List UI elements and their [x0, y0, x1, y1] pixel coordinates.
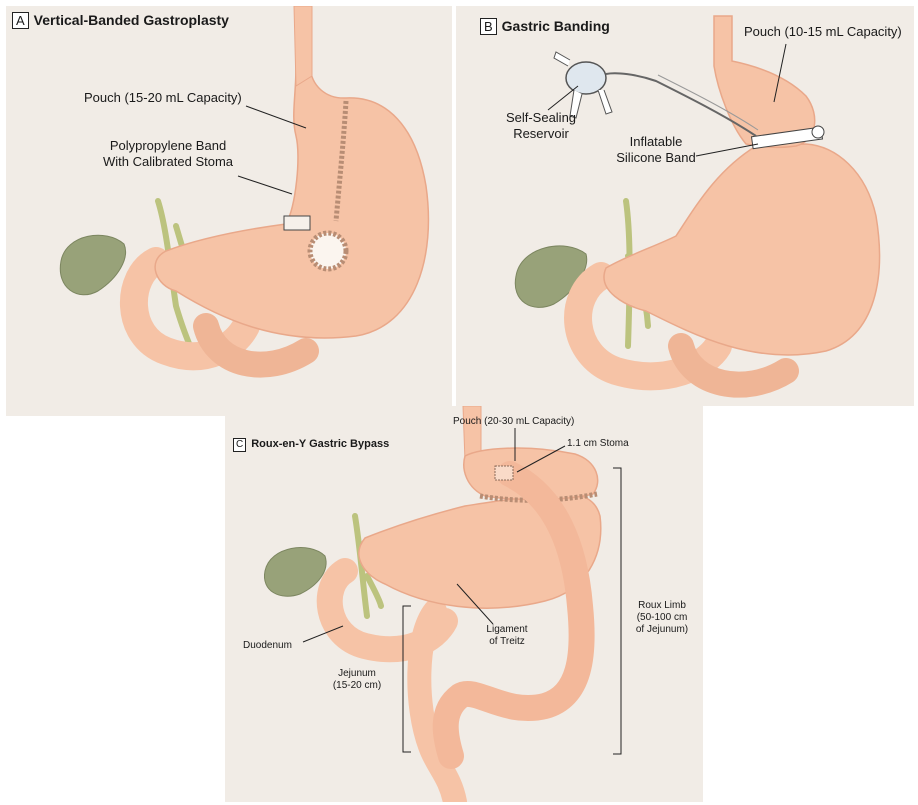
panel-gastric-banding: B Gastric Banding Pouch (10-15 mL Capacit…: [456, 6, 914, 406]
esophagus: [294, 6, 312, 86]
roux-limb-bracket: [613, 468, 621, 754]
ligament-label-line1: Ligament: [477, 624, 537, 636]
ligament-label: Ligament of Treitz: [477, 624, 537, 648]
vbg-band-label-line1: Polypropylene Band: [88, 138, 248, 154]
vbg-band-label-line2: With Calibrated Stoma: [88, 154, 248, 170]
roux-limb-label-line3: of Jejunum): [625, 624, 699, 636]
jejunum-label-line1: Jejunum: [325, 668, 389, 680]
panel-c-letter: C: [233, 438, 246, 452]
polypropylene-band: [284, 216, 310, 230]
panel-a-title: A Vertical-Banded Gastroplasty: [12, 12, 229, 29]
stoma-ring: [310, 233, 346, 269]
vbg-pouch-label: Pouch (15-20 mL Capacity): [84, 90, 242, 106]
panel-b-title: B Gastric Banding: [480, 18, 610, 35]
gallbladder: [264, 548, 326, 597]
silicone-band-label-line1: Inflatable: [606, 134, 706, 150]
silicone-band-label-line2: Silicone Band: [606, 150, 706, 166]
vbg-band-label: Polypropylene Band With Calibrated Stoma: [88, 138, 248, 170]
panel-vertical-banded-gastroplasty: A Vertical-Banded Gastroplasty Pouch (15-…: [6, 6, 452, 416]
panel-roux-en-y-gastric-bypass: C Roux-en-Y Gastric Bypass Pouch (20-30 m…: [225, 406, 703, 802]
panel-c-title-text: Roux-en-Y Gastric Bypass: [251, 438, 389, 450]
ligament-label-line2: of Treitz: [477, 636, 537, 648]
panel-a-letter: A: [12, 12, 29, 29]
gallbladder: [60, 235, 125, 295]
roux-limb-label: Roux Limb (50-100 cm of Jejunum): [625, 600, 699, 636]
panel-a-title-text: Vertical-Banded Gastroplasty: [34, 12, 229, 28]
jejunum-label-line2: (15-20 cm): [325, 680, 389, 692]
roux-limb-label-line1: Roux Limb: [625, 600, 699, 612]
duodenum-label: Duodenum: [243, 640, 292, 652]
banding-pouch-label: Pouch (10-15 mL Capacity): [744, 24, 902, 40]
roux-limb-label-line2: (50-100 cm: [625, 612, 699, 624]
reservoir-label-line1: Self-Sealing: [496, 110, 586, 126]
vbg-illustration: [6, 6, 452, 416]
panel-b-title-text: Gastric Banding: [502, 18, 610, 34]
reservoir-label-line2: Reservoir: [496, 126, 586, 142]
gastric-banding-illustration: [456, 6, 914, 406]
reservoir-label: Self-Sealing Reservoir: [496, 110, 586, 142]
panel-c-title: C Roux-en-Y Gastric Bypass: [233, 438, 389, 452]
self-sealing-reservoir: [566, 62, 606, 94]
jejunum-label: Jejunum (15-20 cm): [325, 668, 389, 692]
panel-b-letter: B: [480, 18, 497, 35]
silicone-band-label: Inflatable Silicone Band: [606, 134, 706, 166]
stoma: [495, 466, 513, 480]
stomach: [155, 66, 428, 338]
stoma-label: 1.1 cm Stoma: [567, 438, 629, 450]
bypass-pouch-label: Pouch (20-30 mL Capacity): [453, 416, 574, 428]
